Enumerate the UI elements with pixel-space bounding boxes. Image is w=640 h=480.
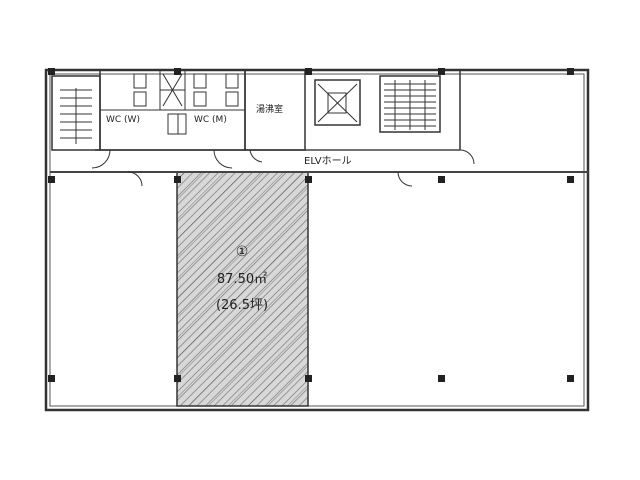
- leased-unit[interactable]: [176, 171, 309, 407]
- column: [438, 68, 445, 75]
- column: [48, 176, 55, 183]
- elv-hall-label: ELVホール: [304, 155, 352, 167]
- unit-area-tsubo: (26.5坪): [216, 298, 268, 313]
- column: [48, 375, 55, 382]
- door-swing-icon: [127, 171, 143, 187]
- wc-left-label: WC (W): [106, 115, 140, 125]
- column: [174, 68, 181, 75]
- door-swing-icon: [213, 149, 233, 169]
- door-swing-icon: [249, 149, 263, 163]
- wc-right-label: WC (M): [194, 115, 227, 125]
- column: [567, 68, 574, 75]
- column: [305, 176, 312, 183]
- elevator-car-icon: [327, 92, 347, 114]
- column: [48, 68, 55, 75]
- column: [438, 375, 445, 382]
- toilet-stall-icon: [193, 73, 207, 89]
- door-swing-icon: [459, 149, 475, 165]
- column: [305, 68, 312, 75]
- columns: [48, 68, 574, 382]
- sink-icon: [177, 113, 187, 135]
- core-area: WC (W) WC (M) 湯沸室 ELVホール: [51, 69, 475, 169]
- column: [305, 375, 312, 382]
- door-swing-icon: [91, 149, 111, 169]
- stair-right-outline: [379, 75, 441, 133]
- utility-room-outline: [244, 69, 306, 151]
- unit-area-m2: 87.50㎡: [217, 272, 267, 287]
- toilet-stall-icon: [225, 91, 239, 107]
- sink-icon: [167, 113, 179, 135]
- elevator-shaft: [314, 79, 361, 126]
- inner-wall-line: [49, 73, 585, 407]
- column: [438, 176, 445, 183]
- column: [567, 375, 574, 382]
- toilet-stall-icon: [133, 73, 147, 89]
- column: [174, 176, 181, 183]
- utility-room-label: 湯沸室: [256, 103, 283, 115]
- toilet-stall-icon: [225, 73, 239, 89]
- toilet-stall-icon: [133, 91, 147, 107]
- unit-number: ①: [236, 244, 249, 260]
- outer-wall: [44, 68, 590, 412]
- unit-hatch-overlay: [177, 172, 308, 406]
- door-swing-icon: [397, 171, 413, 187]
- stair-right-icon: [384, 80, 436, 130]
- toilet-stall-icon: [193, 91, 207, 107]
- column: [567, 176, 574, 183]
- column: [174, 375, 181, 382]
- elevator-icon: [317, 83, 358, 123]
- stair-left-icon: [60, 88, 92, 144]
